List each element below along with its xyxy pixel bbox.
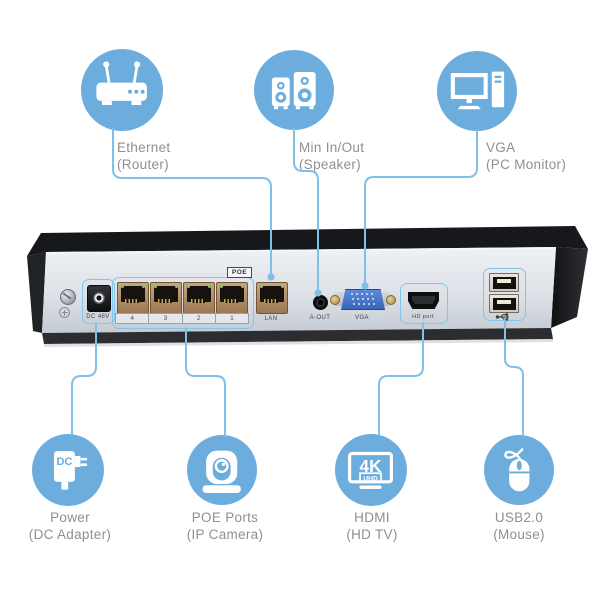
hdmi-port [408,292,439,309]
poe-number: 1 [230,315,234,322]
power-label-line2: (DC Adapter) [28,527,112,542]
poe-tag: POE [227,267,252,278]
poe-ports-highlight-box [112,277,254,329]
usb-port-bottom [489,294,519,313]
hdmi-label-line1: HDMI [354,510,390,525]
poe-port-2 [183,282,215,314]
dc-power-jack [87,285,111,312]
device-left-edge [27,252,46,333]
ground-mark-icon [59,307,70,318]
poe-number: 2 [183,314,216,323]
poe-port-3 [150,282,182,314]
vga-pins [351,293,354,296]
hdmi-label-line2: (HD TV) [346,527,398,542]
screw [60,289,76,305]
speakers-icon [272,72,316,110]
usb-label-line2: (Mouse) [493,527,545,542]
power-callout-label: Power (DC Adapter) [10,509,130,543]
power-label-line1: Power [50,510,90,525]
speaker-callout-circle [254,50,334,130]
hdmi-port-label: HD port [412,314,434,320]
device-right-edge [551,247,588,328]
poe-port-1 [216,282,248,314]
router-icon [96,61,148,106]
mouse-icon [504,448,530,492]
4k-tv-icon: 4K UHD [348,452,394,490]
usb-callout-circle [484,435,554,505]
poe-callout-circle [187,435,257,505]
ethernet-callout-circle [81,49,163,131]
audio-out-label: A-OUT [309,315,331,321]
audio-out-jack [313,295,328,310]
poe-label-line2: (IP Camera) [186,527,264,542]
device-bottom-edge [42,328,553,344]
ip-camera-icon [202,450,242,494]
poe-number-strip: 4 3 2 1 [115,313,249,324]
poe-number: 3 [149,314,183,323]
vga-port-label: VGA [355,315,369,321]
vga-callout-circle [437,51,517,131]
power-callout-circle: DC [32,434,104,506]
4k-icon-text: 4K [360,456,383,476]
vga-screw-left [330,295,340,305]
vga-port [341,289,385,310]
vga-label-line1: VGA [486,140,516,155]
poe-number: 4 [116,314,150,323]
poe-label-line1: POE Ports [191,510,259,525]
device-shadow [44,339,553,347]
dc-adapter-icon: DC [54,451,88,491]
uhd-icon-text: UHD [364,476,379,483]
vga-label-line2: (PC Monitor) [486,157,567,172]
hdmi-callout-label: HDMI (HD TV) [312,509,432,543]
dc-port-label: DC 48V [86,314,110,320]
usb-label-line1: USB2.0 [494,510,544,525]
lan-port [256,282,288,314]
vga-screw-right [386,295,396,305]
dc-icon-text: DC [57,457,73,469]
poe-callout-label: POE Ports (IP Camera) [165,509,285,543]
hdmi-callout-circle: 4K UHD [335,434,407,506]
usb-port-top [489,273,519,292]
usb-callout-label: USB2.0 (Mouse) [459,509,579,543]
lan-port-label: LAN [264,316,278,322]
vga-callout-label: VGA (PC Monitor) [486,139,566,173]
poe-port-4 [117,282,149,314]
pc-monitor-icon [451,71,505,110]
dc-port-highlight-box [82,279,115,324]
usb-symbol-icon [495,313,509,321]
